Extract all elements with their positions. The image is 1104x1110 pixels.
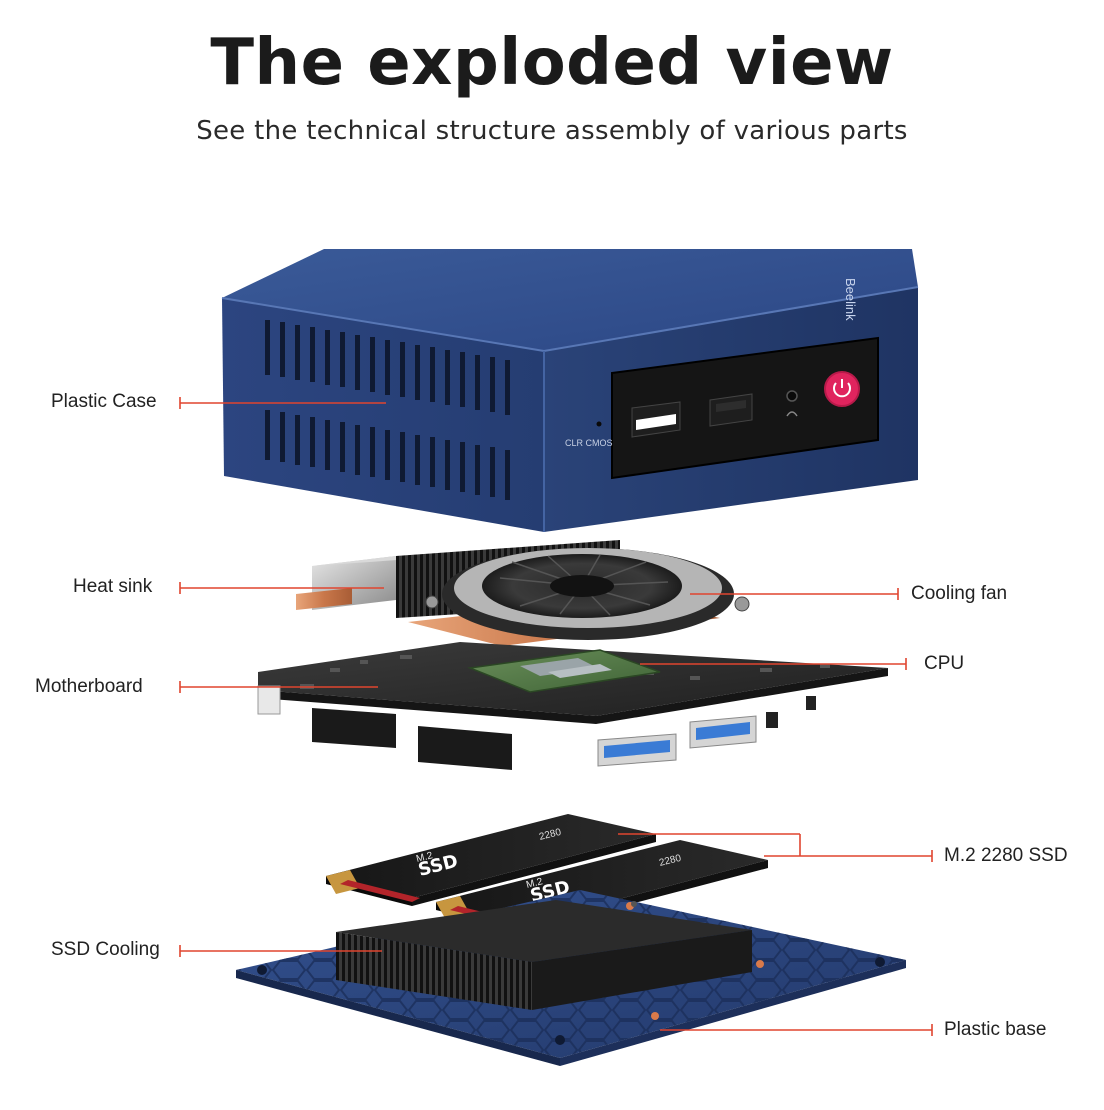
audio-jack: [786, 390, 798, 402]
clr-cmos-hole: [596, 421, 602, 427]
label-plastic-base: Plastic base: [944, 1019, 1047, 1040]
clr-cmos-text: CLR CMOS: [565, 438, 613, 448]
ssd-upper-board: [326, 814, 656, 898]
dc-port: [418, 726, 512, 770]
fan-hub: [550, 575, 614, 597]
motherboard: [257, 642, 888, 770]
ssd-upper: M.2 SSD 2280: [326, 814, 656, 906]
ssd-cooling-top: [336, 900, 752, 962]
power-button: [824, 371, 860, 407]
label-plastic-case: Plastic Case: [51, 391, 157, 412]
heat-sink-assembly: [296, 540, 750, 646]
case-top-face: [222, 249, 918, 351]
label-cooling-fan: Cooling fan: [911, 583, 1008, 604]
hdmi-port: [312, 708, 396, 748]
ssd-lower-size: 2280: [658, 853, 683, 869]
ssd-upper-size: 2280: [538, 827, 563, 843]
label-heat-sink: Heat sink: [73, 576, 153, 597]
label-cpu: CPU: [924, 653, 965, 674]
plastic-base: [236, 890, 906, 1066]
heat-pipe-end: [296, 588, 352, 610]
headphone-icon: [786, 411, 798, 417]
screw-post: [734, 596, 750, 612]
ssd-cooling-block: [336, 900, 752, 1010]
plastic-case: CLR CMOS Beelink: [221, 249, 919, 532]
page-subtitle: See the technical structure assembly of …: [196, 116, 908, 146]
case-vent-upper: [265, 320, 510, 415]
callout-lines: [179, 397, 933, 1036]
ssd-upper-model: M.2: [415, 850, 434, 865]
ssd-lower-board: [436, 840, 768, 924]
cpu-die: [520, 658, 598, 676]
base-screw: [651, 1012, 659, 1020]
label-motherboard: Motherboard: [35, 676, 143, 697]
page-title: The exploded view: [210, 26, 894, 100]
brand-logo-text: Beelink: [843, 278, 858, 321]
case-vent-lower: [265, 410, 510, 500]
ssd-cooling-fins: [336, 932, 532, 1010]
power-icon: [833, 382, 851, 398]
label-ssd: M.2 2280 SSD: [944, 845, 1068, 866]
side-connector: [257, 685, 281, 715]
ssd-lower-model: M.2: [525, 876, 544, 891]
label-ssd-cooling: SSD Cooling: [51, 939, 160, 960]
